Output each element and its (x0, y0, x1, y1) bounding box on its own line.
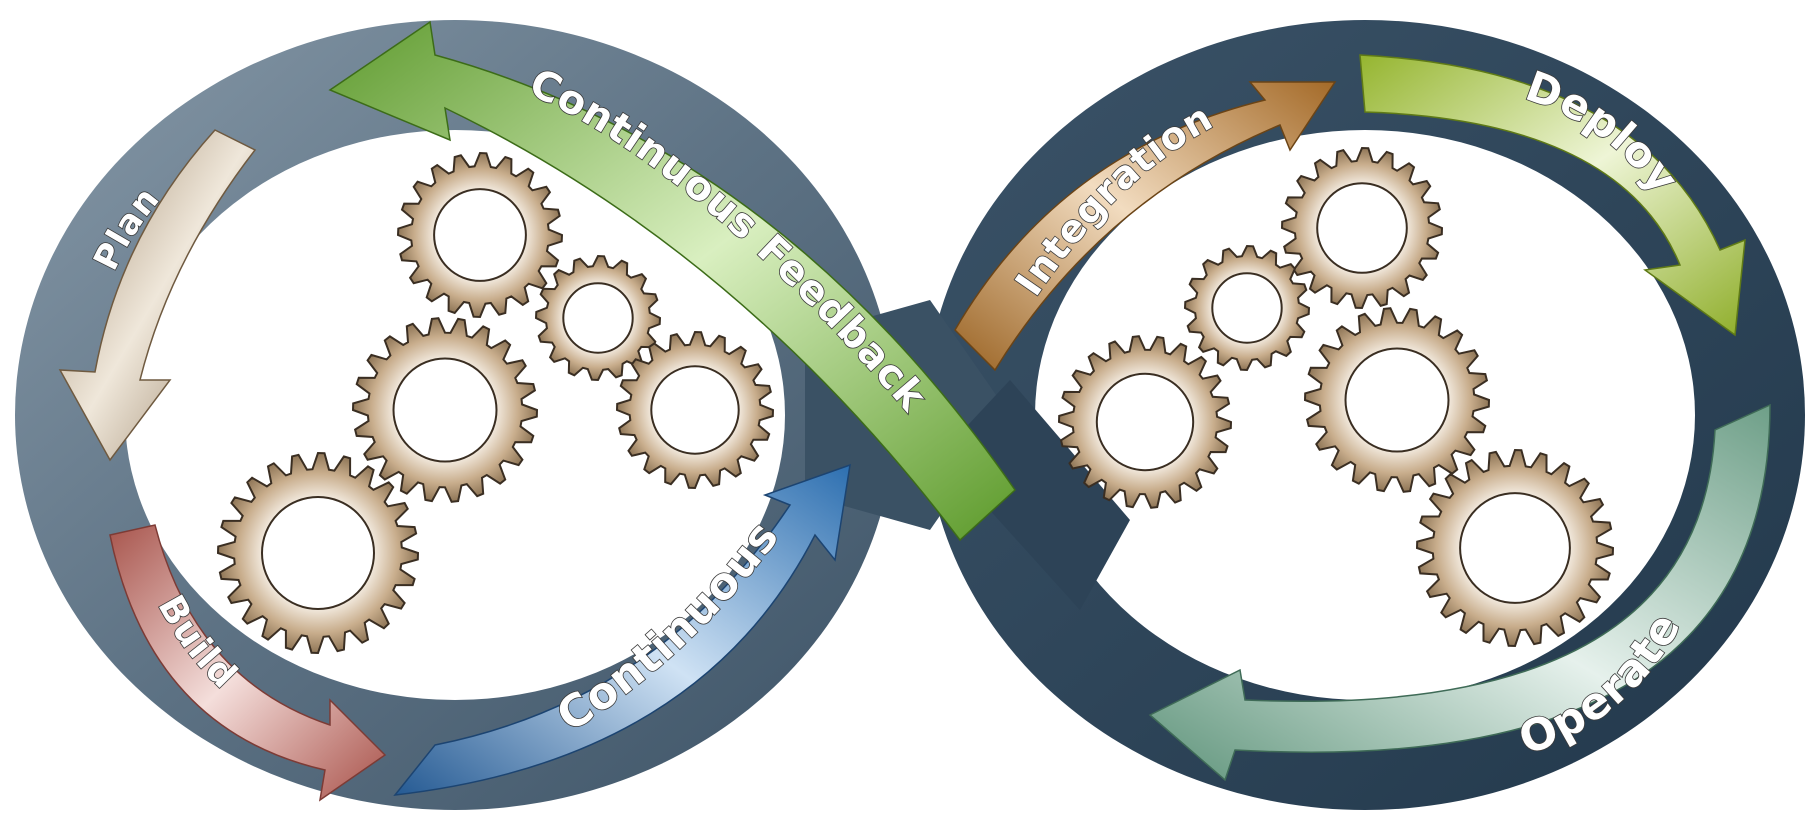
gear-hole (650, 365, 740, 455)
gear-hole (562, 282, 634, 354)
gear-hole (1316, 182, 1408, 274)
continuous-arrow (393, 463, 851, 796)
continuous-feedback-arrow (328, 20, 1016, 542)
gear-hole (1211, 272, 1283, 344)
gear-hole (1344, 347, 1450, 453)
gear-hole (392, 357, 498, 463)
deploy-arrow (1359, 54, 1746, 337)
integration-arrow (954, 81, 1337, 372)
gear-hole (261, 496, 375, 610)
build-arrow (109, 524, 387, 802)
gear-hole (1095, 372, 1195, 472)
gear-cluster (216, 146, 1615, 655)
gear-hole (433, 188, 527, 282)
operate-arrow (1148, 403, 1771, 782)
right-band-overlap (940, 380, 1130, 610)
plan-arrow (58, 129, 257, 462)
gear-hole (1459, 492, 1571, 604)
